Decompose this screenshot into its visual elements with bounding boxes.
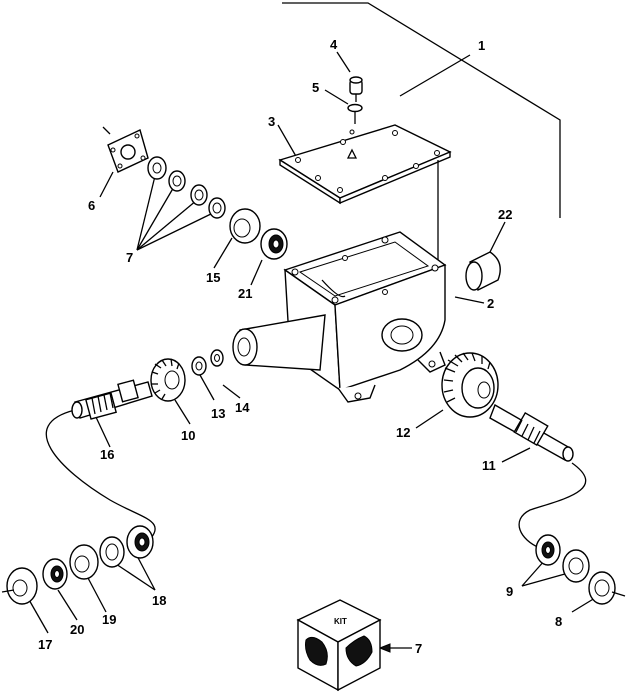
bearing-seals-upper [147, 156, 226, 219]
pinion-gear-part [150, 358, 186, 402]
gearbox-housing-part [232, 231, 447, 403]
callout-10: 10 [181, 428, 195, 443]
roller-bearing-part [260, 228, 288, 260]
callout-labels: 1 2 3 4 5 6 7 8 9 10 11 12 13 14 15 16 1… [38, 37, 562, 656]
kit-box-part: KIT [296, 599, 382, 692]
cover-plate-part [278, 124, 452, 260]
callout-14: 14 [235, 400, 250, 415]
callout-15: 15 [206, 270, 220, 285]
end-cap-part [465, 251, 501, 292]
callout-22: 22 [498, 207, 512, 222]
bearing-set-lower-left [1, 525, 154, 605]
callout-21: 21 [238, 286, 252, 301]
callout-6: 6 [88, 198, 95, 213]
callout-8: 8 [555, 614, 562, 629]
callout-16: 16 [100, 447, 114, 462]
bevel-gear-part [441, 352, 499, 418]
callout-9: 9 [506, 584, 513, 599]
callout-11: 11 [482, 458, 496, 473]
input-shaft-part [71, 379, 153, 420]
callout-20: 20 [70, 622, 84, 637]
washer-parts [191, 349, 224, 376]
callout-12: 12 [396, 425, 410, 440]
callout-1: 1 [478, 38, 485, 53]
bearing-cup-part [229, 208, 261, 244]
callout-17: 17 [38, 637, 52, 652]
callout-4: 4 [330, 37, 338, 52]
callout-5: 5 [312, 80, 319, 95]
callout-3: 3 [268, 114, 275, 129]
callout-2: 2 [487, 296, 494, 311]
callout-7-upper: 7 [126, 250, 133, 265]
callout-19: 19 [102, 612, 116, 627]
flange-part [102, 126, 149, 173]
bolt-part [347, 76, 363, 124]
callout-18: 18 [152, 593, 166, 608]
kit-label: KIT [334, 617, 347, 626]
output-shaft-part [489, 403, 574, 462]
callout-13: 13 [211, 406, 225, 421]
callout-7-kit: 7 [415, 641, 422, 656]
bearing-set-lower-right [535, 534, 626, 605]
